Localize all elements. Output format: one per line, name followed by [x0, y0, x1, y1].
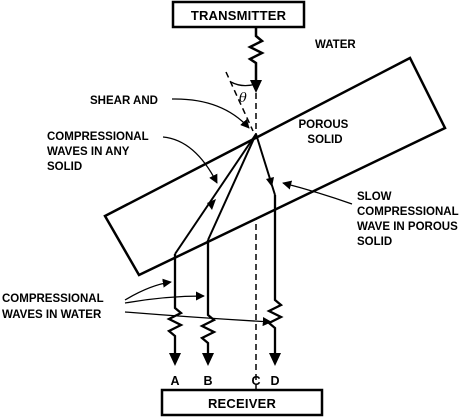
ray-d-exit [266, 195, 284, 355]
ray-label-d: D [270, 374, 279, 388]
shear-label: SHEAR AND [90, 95, 158, 107]
ray-label-a: A [170, 374, 179, 388]
transmitter-label: TRANSMITTER [191, 8, 287, 23]
ray-a-internal [174, 133, 257, 255]
ray-a-internal-arrow [207, 199, 216, 210]
ray-a-exit [166, 254, 184, 355]
receiver-box [160, 388, 324, 417]
ray-b-internal [207, 133, 257, 241]
ray-label-c: C [251, 374, 260, 388]
shear-leader [171, 98, 250, 129]
ray-label-b: B [203, 374, 212, 388]
ray-b-arrow [202, 353, 214, 366]
ray-d-arrow [269, 353, 281, 366]
compressional-solid-label: COMPRESSIONAL WAVES IN ANY SOLID [47, 131, 152, 173]
water-leader-b [124, 291, 205, 304]
compressional-solid-leader [162, 136, 218, 184]
exit-rays [166, 195, 284, 355]
transmitter: TRANSMITTER [171, 0, 306, 29]
porous-solid-slab [103, 56, 447, 277]
compressional-water-label: COMPRESSIONAL WAVES IN WATER [2, 293, 107, 321]
receiver-label: RECEIVER [208, 396, 276, 411]
angle-arc [230, 81, 257, 87]
water-leader-a [124, 278, 172, 301]
slow-wave-leader [282, 180, 353, 205]
angle-theta-label: θ [239, 91, 247, 106]
transmitter-box [171, 0, 306, 29]
ray-a-arrow [169, 353, 181, 366]
ray-d-internal-arrow [266, 177, 274, 187]
receiver: RECEIVER [160, 388, 324, 417]
water-leader-d [124, 311, 272, 327]
porous-solid-label: POROUS SOLID [298, 119, 351, 146]
incident-beam [247, 27, 265, 84]
ray-b-exit [199, 240, 217, 355]
water-label: WATER [315, 39, 356, 51]
incident-arrow [250, 80, 262, 93]
slow-wave-label: SLOW COMPRESSIONAL WAVE IN POROUS SOLID [357, 191, 462, 248]
